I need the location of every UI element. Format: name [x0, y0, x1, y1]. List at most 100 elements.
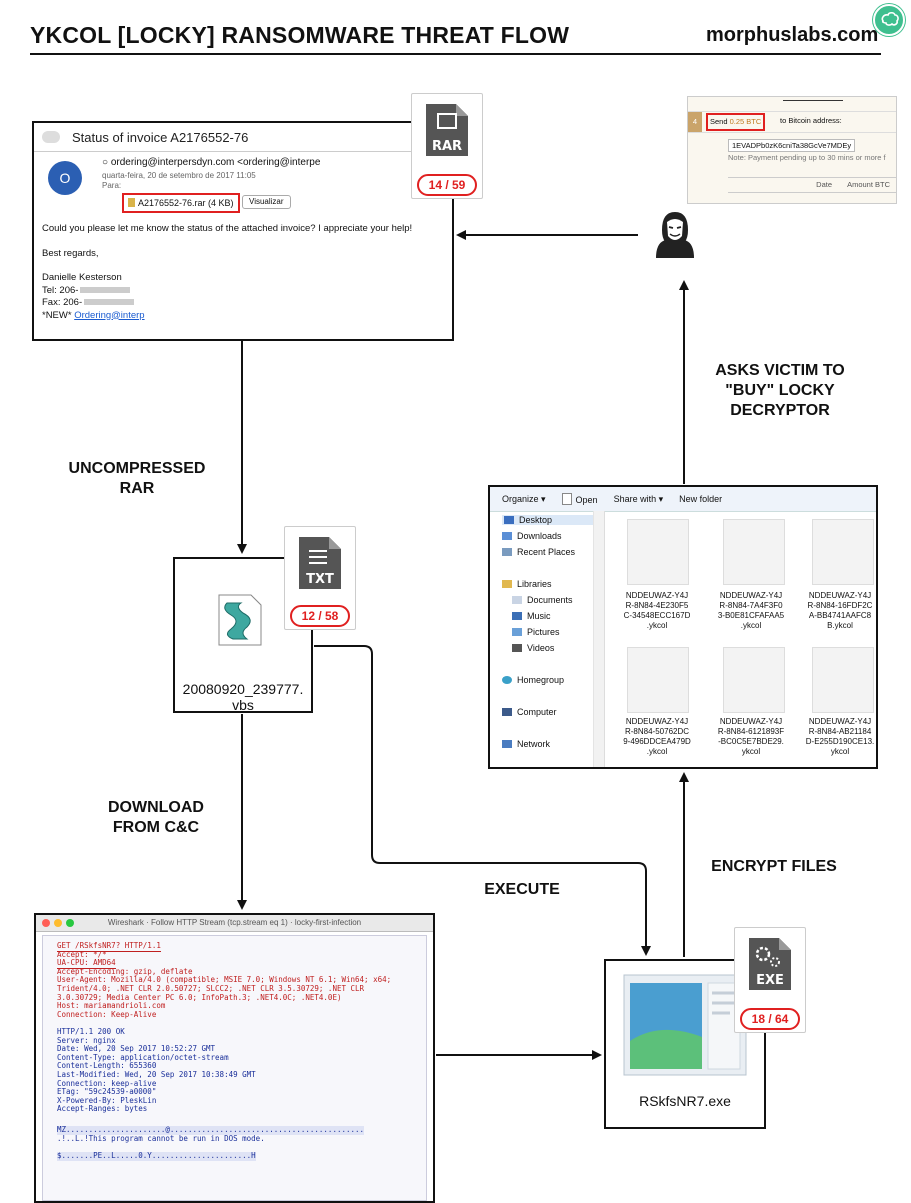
http-response-line: Content-Type: application/octet-stream: [57, 1052, 229, 1062]
email-link[interactable]: Ordering@interp: [74, 309, 145, 321]
sidebar-scrollbar[interactable]: [593, 511, 604, 767]
svg-text:EXE: EXE: [756, 973, 784, 988]
stream-content: GET /RSkfsNR7? HTTP/1.1 Accept: */* UA-C…: [42, 935, 427, 1201]
email-to-label: Para:: [102, 181, 122, 190]
label-download-cc: DOWNLOAD FROM C&C: [108, 799, 204, 836]
application-window-icon: [623, 974, 747, 1076]
arrow-vbs-execute: [314, 645, 651, 956]
maximize-dot-icon[interactable]: [66, 919, 74, 927]
blank-file-icon[interactable]: [627, 519, 689, 585]
encrypted-file-name: NDDEUWAZ-Y4J R-8N84-50762DC 9-496DDCEA47…: [623, 717, 691, 756]
nav-music[interactable]: Music: [512, 611, 551, 621]
http-response-line: Date: Wed, 20 Sep 2017 10:52:27 GMT: [57, 1044, 216, 1054]
label-encrypt-files: ENCRYPT FILES: [711, 858, 837, 875]
nav-documents[interactable]: Documents: [512, 595, 573, 605]
nav-homegroup[interactable]: Homegroup: [502, 675, 564, 685]
ransom-amount: 0.25 BTC: [729, 117, 762, 126]
http-response-line: Server: nginx: [57, 1035, 116, 1045]
email-body-line: *NEW* Ordering@interp: [42, 309, 145, 321]
view-attachment-button[interactable]: Visualizar: [242, 195, 291, 209]
email-body-line: Best regards,: [42, 247, 99, 259]
nav-videos[interactable]: Videos: [512, 643, 554, 653]
binary-line: $.......PE..L.....0.Y...................…: [57, 1151, 256, 1161]
http-response-line: Connection: keep-alive: [57, 1078, 157, 1088]
blank-file-icon[interactable]: [812, 647, 874, 713]
email-subject: Status of invoice A2176552-76: [72, 129, 249, 145]
computer-icon: [502, 708, 512, 716]
exe-badge: EXE 18 / 64: [734, 927, 806, 1033]
exe-detection-count: 18 / 64: [740, 1008, 800, 1030]
nav-network[interactable]: Network: [502, 739, 550, 749]
bitcoin-address[interactable]: 1EVADPb0zK6cniTa38GcVe7MDEy: [728, 139, 856, 152]
blank-file-icon[interactable]: [723, 647, 785, 713]
email-attachment[interactable]: A2176552-76.rar (4 KB): [122, 193, 240, 213]
toolbar-open[interactable]: Open: [561, 493, 598, 505]
payment-note: Note: Payment pending up to 30 mins or m…: [728, 153, 886, 162]
rar-file-icon: [128, 198, 135, 207]
desktop-icon: [504, 516, 514, 524]
http-request-line: User-Agent: Mozilla/4.0 (compatible; MSI…: [57, 975, 392, 985]
email-body-line: Fax: 206-: [42, 297, 412, 310]
http-response-line: Content-Length: 655360: [57, 1061, 157, 1071]
email-body: Could you please let me know the status …: [42, 223, 412, 322]
toolbar-new-folder[interactable]: New folder: [679, 494, 723, 504]
http-request-line: UA-CPU: AMD64: [57, 958, 116, 969]
email-status-pill-icon: [42, 131, 60, 143]
encrypted-file-name: NDDEUWAZ-Y4J R-8N84-16FDF2C A-BB4741AAFC…: [807, 591, 873, 630]
svg-text:RAR: RAR: [432, 139, 462, 154]
label-asks-victim: ASKS VICTIM TO "BUY" LOCKY DECRYPTOR: [715, 362, 845, 419]
http-response-line: ETag: "59c24539-a0000": [57, 1087, 157, 1097]
txt-file-icon: TXT: [299, 537, 341, 589]
blank-file-icon[interactable]: [627, 647, 689, 713]
brand-name: morphuslabs.com: [706, 24, 879, 46]
encrypted-file-name: NDDEUWAZ-Y4J R-8N84-7A4F3F0 3-B0E81CFAFA…: [717, 591, 785, 630]
nav-pictures[interactable]: Pictures: [512, 627, 560, 637]
close-dot-icon[interactable]: [42, 919, 50, 927]
music-icon: [512, 612, 522, 620]
page-title: YKCOL [LOCKY] RANSOMWARE THREAT FLOW: [30, 22, 570, 48]
nav-libraries[interactable]: Libraries: [502, 579, 552, 589]
avatar: O: [48, 161, 82, 195]
http-request-line: GET /RSkfsNR7? HTTP/1.1: [57, 941, 161, 952]
nav-computer[interactable]: Computer: [502, 707, 557, 717]
minimize-dot-icon[interactable]: [54, 919, 62, 927]
videos-icon: [512, 644, 522, 652]
downloads-icon: [502, 532, 512, 540]
email-header: Status of invoice A2176552-76: [34, 123, 452, 152]
http-response-line: Accept-Ranges: bytes: [57, 1104, 148, 1114]
nav-desktop[interactable]: Desktop: [502, 515, 594, 525]
exe-file-icon: EXE: [749, 938, 791, 990]
payment-link-fragment: [783, 97, 843, 101]
explorer-toolbar: Organize ▾ Open Share with ▾ New folder: [490, 487, 876, 512]
nav-downloads[interactable]: Downloads: [502, 531, 562, 541]
rar-badge: RAR 14 / 59: [411, 93, 483, 199]
email-body-line: Could you please let me know the status …: [42, 223, 413, 234]
script-file-icon: [218, 594, 262, 646]
email-date: quarta-feira, 20 de setembro de 2017 11:…: [102, 171, 256, 180]
payment-table-header: Date Amount BTC: [728, 177, 896, 193]
nav-recent-places[interactable]: Recent Places: [502, 547, 575, 557]
http-request-line: Host: mariamandrioli.com: [57, 1001, 166, 1011]
http-request-line: 3.0.30729; Media Center PC 6.0; InfoPath…: [57, 992, 342, 1002]
blank-file-icon[interactable]: [812, 519, 874, 585]
homegroup-icon: [502, 676, 512, 684]
http-response-line: HTTP/1.1 200 OK: [57, 1027, 125, 1036]
vbs-filename: 20080920_239777. vbs: [182, 681, 304, 713]
network-icon: [502, 740, 512, 748]
toolbar-share[interactable]: Share with ▾: [613, 493, 664, 504]
rar-file-icon: RAR: [426, 104, 468, 156]
toolbar-organize[interactable]: Organize ▾: [502, 493, 546, 504]
encrypted-file-name: NDDEUWAZ-Y4J R-8N84-6121893F -BC0C5E7BDE…: [717, 717, 785, 756]
recent-places-icon: [502, 548, 512, 556]
file-explorer-window: Organize ▾ Open Share with ▾ New folder …: [488, 485, 878, 769]
wireshark-titlebar: Wireshark · Follow HTTP Stream (tcp.stre…: [36, 915, 433, 932]
attachment-name: A2176552-76.rar (4 KB): [138, 198, 234, 208]
blank-file-icon[interactable]: [723, 519, 785, 585]
explorer-sidebar: Desktop Downloads Recent Places Librarie…: [490, 511, 605, 767]
binary-line: MZ......................@...............…: [57, 1125, 365, 1135]
svg-text:TXT: TXT: [306, 572, 334, 587]
email-sender[interactable]: ○ ordering@interpersdyn.com <ordering@in…: [102, 157, 321, 168]
step-number: 4: [688, 112, 702, 132]
email-body-line: Tel: 206-: [42, 285, 412, 298]
